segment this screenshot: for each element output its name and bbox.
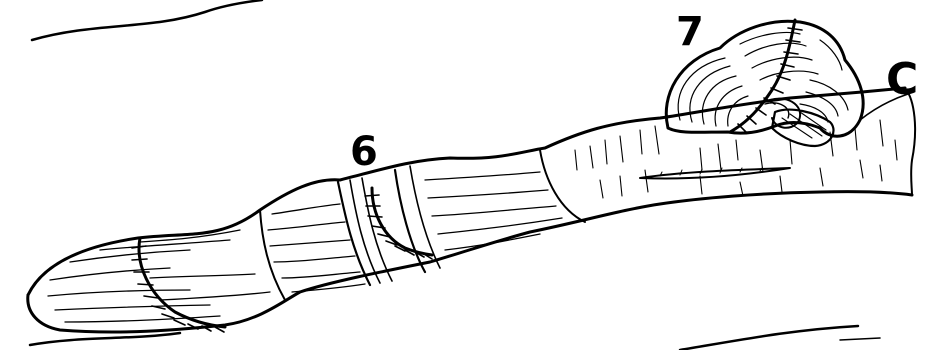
bowel-lower-edge [28, 192, 912, 332]
label-seven: 7 [676, 12, 704, 52]
bottom-right-contour-line [680, 326, 858, 350]
label-c: C [886, 58, 918, 102]
label-six: 6 [350, 132, 378, 172]
suture-line-pouch [730, 20, 795, 132]
top-contour-line [32, 0, 262, 40]
bottom-left-contour-line [30, 333, 180, 345]
suture-line-left [139, 238, 225, 327]
incision [640, 168, 790, 179]
